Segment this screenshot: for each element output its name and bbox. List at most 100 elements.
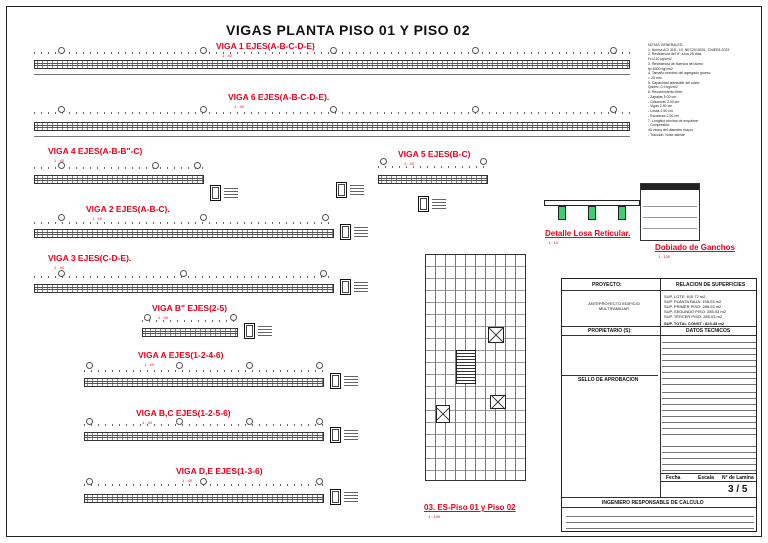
axis-marker [200,214,207,221]
ganchos-scale: 1 : 100 [658,254,671,259]
section-notes [354,282,368,292]
plan-label: 03. ES-Piso 01 y Piso 02 [424,503,516,512]
rib [558,206,566,220]
ganchos-table [640,183,700,241]
signature-grid [566,511,754,529]
axis-marker [176,418,183,425]
datos-header: DATOS TECNICOS [686,328,731,334]
beam-elevation-viga-2 [34,229,334,238]
axis-marker [200,478,207,485]
beam-elevation-viga-3 [34,284,334,293]
beam-scale-viga-6: 1 : 40 [234,104,245,109]
axis-marker [322,214,329,221]
beam-elevation-viga-4 [34,175,204,184]
lamina-header: N° de Lamina [722,475,754,481]
axis-marker [230,314,237,321]
divider [660,481,756,482]
axis-marker [330,47,337,54]
note-line: 7. Longitud minima de empalme: [648,118,699,123]
dimension-line [84,484,324,486]
dimension-line [34,222,334,224]
beam-scale-viga-1: 1 : 40 [222,53,233,58]
superficie-row: SUP. TERCER PISO: 285.03 m2 [664,314,723,319]
beam-scale-viga-2: 1 : 40 [92,216,103,221]
beam-cross-section [330,427,341,443]
losa-detail-label: Detalle Losa Reticular. [545,229,631,238]
beam-cross-section [340,224,351,240]
axis-marker [58,106,65,113]
axis-marker [200,47,207,54]
ganchos-table-header [641,184,699,190]
ganchos-row [643,206,697,207]
beam-label-viga-5: VIGA 5 EJES(B-C) [398,149,471,159]
superficie-row: SUP. PRIMER PISO: 285.03 m2 [664,304,722,309]
note-line: 4. Tamaño maximo del agregado grueso [648,71,711,76]
ganchos-row [643,228,697,229]
note-line: 40 veces del diametro mayor [648,127,693,132]
dimension-line [34,74,630,77]
section-notes [350,185,364,195]
drawing-sheet [6,6,762,537]
beam-elevation-viga-de [84,494,324,503]
axis-marker [86,418,93,425]
dimension-line [142,320,238,322]
beam-label-viga-2: VIGA 2 EJES(A-B-C). [86,204,170,214]
dimension-line [34,276,334,278]
beam-label-viga-4: VIGA 4 EJES(A-B-B"-C) [48,146,143,156]
beam-label-viga-de: VIGA D,E EJES(1-3-6) [176,466,263,476]
rib [618,206,626,220]
axis-marker [194,162,201,169]
divider [562,335,756,336]
divider [660,473,756,474]
note-line: 3. Resistencia de fluencia del acero [648,61,704,66]
axis-marker [472,106,479,113]
sheet-number: 3 / 5 [728,484,748,495]
fecha-header: Fecha [666,475,681,481]
axis-marker [610,106,617,113]
note-line: - Zapatas 5.00 cm [648,94,677,99]
beam-label-viga-1: VIGA 1 EJES(A-B-C-D-E) [216,41,315,51]
section-notes [344,492,358,502]
beam-elevation-viga-b2 [142,328,238,337]
axis-marker [610,47,617,54]
note-line: - Columnas 3.00 cm [648,99,680,104]
axis-marker [480,158,487,165]
general-notes: NOTAS GENERALES: 1. Norma ACI 318 - 19, … [648,43,758,137]
axis-marker [330,106,337,113]
beam-elevation-viga-6 [34,122,630,131]
losa-detail-scale: 1 : 10 [548,240,559,245]
stair [456,350,476,384]
superficie-row: SUP. LOTE: 610.72 m2 [664,294,706,299]
opening [436,405,450,423]
divider [562,497,756,498]
dimension-line [34,167,204,169]
axis-marker [58,214,65,221]
beam-scale-viga-de: 1 : 40 [182,478,193,483]
note-line: = 25 mm [648,76,662,81]
note-line: fy=5000 kg/cm2 [648,66,673,71]
note-line: - Tracción: Nose admite [648,132,685,137]
section-notes [258,326,272,336]
note-line: 2. Resistencia del H° a los 28 días [648,52,702,57]
superficie-row: SUP. PLANTA BAJA: 195.03 m2 [664,299,722,304]
opening [490,395,506,409]
beam-cross-section [244,323,255,339]
beam-cross-section [330,489,341,505]
axis-marker [246,362,253,369]
beam-cross-section [418,196,429,212]
beam-cross-section [210,185,221,201]
plan-scale: 1 : 100 [428,514,441,519]
axis-marker [58,162,65,169]
ganchos-label: Dobiado de Ganchos [655,243,736,252]
beam-label-viga-b2: VIGA B" EJES(2-5) [152,303,228,313]
note-line: 1. Norma ACI 318 - 19, NEC2015001, CNIEE… [648,47,730,52]
divider [562,326,756,327]
title-block: PROYECTO: RELACION DE SUPERFICIES ANTEPR… [561,278,757,532]
section-notes [344,376,358,386]
beam-elevation-viga-5 [378,175,488,184]
beam-cross-section [336,182,347,198]
axis-marker [86,478,93,485]
superficies-header: RELACION DE SUPERFICIES [676,282,746,288]
materials-grid [662,387,756,437]
axis-marker [58,270,65,277]
